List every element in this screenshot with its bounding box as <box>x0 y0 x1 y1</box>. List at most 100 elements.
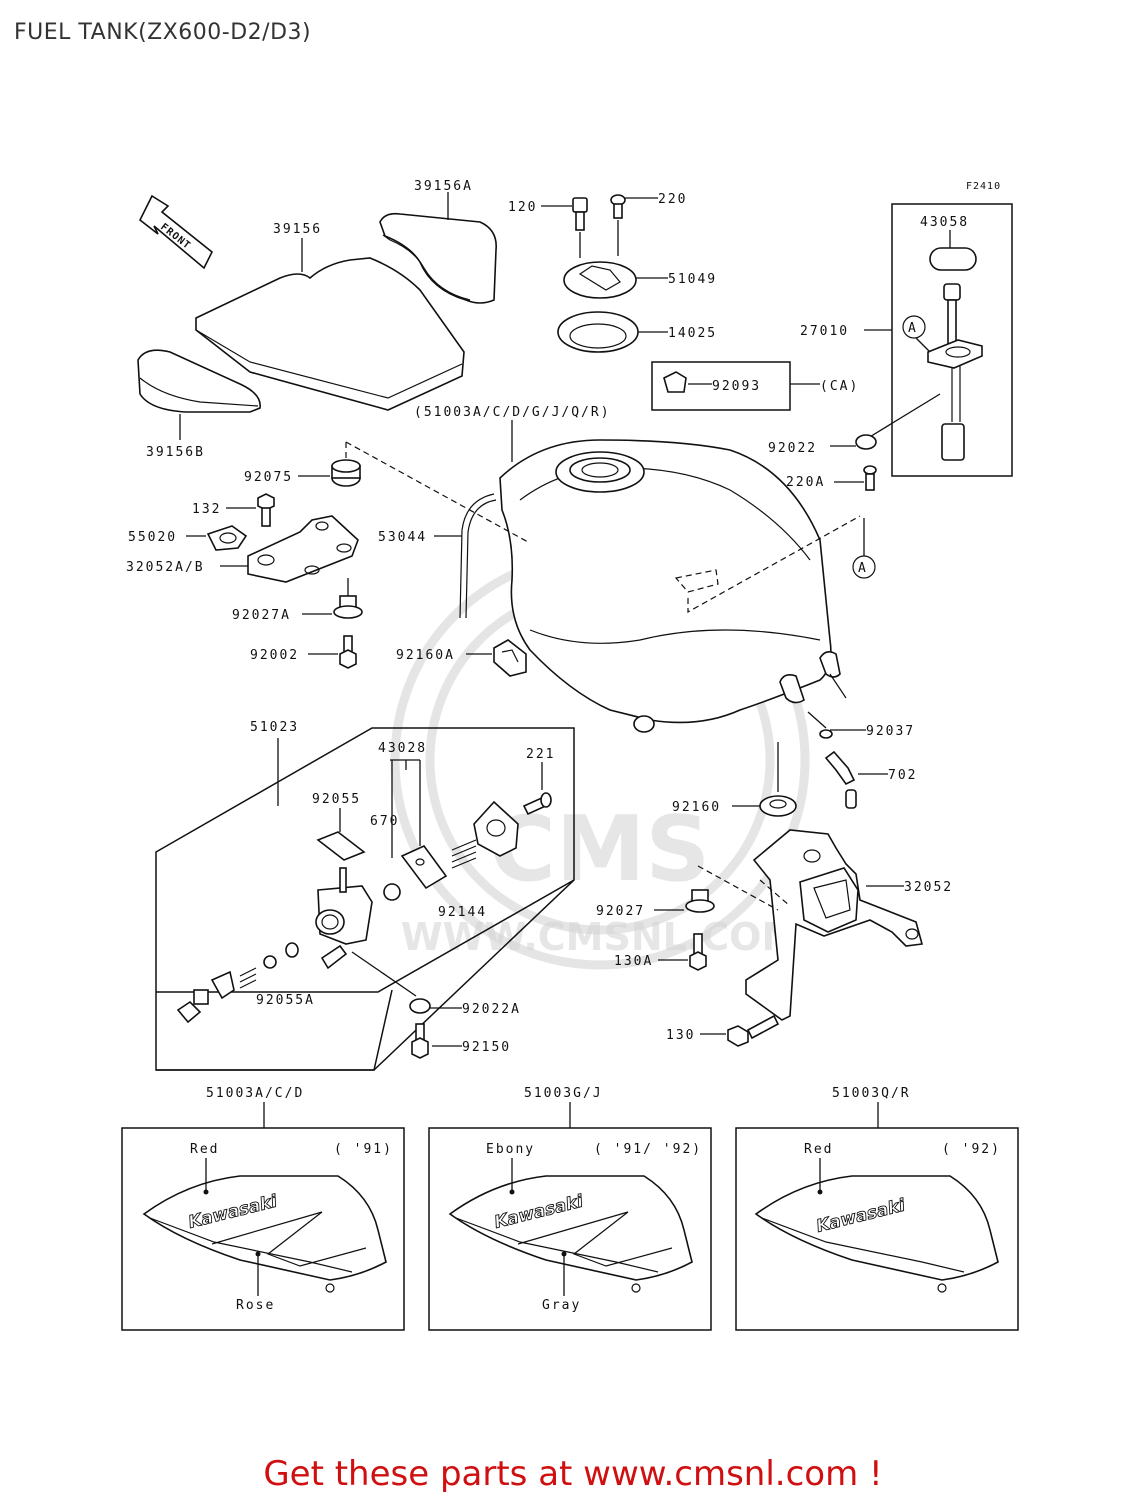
collar-55020 <box>206 525 248 551</box>
cover-tap <box>473 800 519 857</box>
gasket-92055 <box>316 831 366 861</box>
label-92093: 92093 <box>712 379 761 394</box>
sensor-27010 <box>927 283 983 461</box>
variant-top-color: Red <box>190 1142 219 1157</box>
variant-years: ( '91) <box>334 1142 393 1157</box>
variant-bottom-color: Rose <box>236 1298 275 1313</box>
variant-code: 51003A/C/D <box>206 1086 304 1101</box>
label-92160A: 92160A <box>396 648 455 663</box>
ref-a-top: A <box>908 321 918 336</box>
washer-92022 <box>855 434 877 450</box>
damper-92160A <box>493 639 527 677</box>
label-130A: 130A <box>614 954 653 969</box>
watermark-brand: CMS <box>490 797 710 902</box>
grommet-92160 <box>759 795 797 817</box>
color-dot-bottom <box>255 1251 261 1257</box>
front-arrow-icon: FRONT <box>138 194 214 270</box>
label-32052AB: 32052A/B <box>126 560 205 575</box>
label-55020: 55020 <box>128 530 177 545</box>
variant-2: 51003G/J Ebony ( '91/ '92) Kawasaki Gray <box>428 1086 712 1331</box>
variant-3: 51003Q/R Red ( '92) Kawasaki <box>735 1086 1019 1331</box>
color-dot-bottom <box>561 1251 567 1257</box>
plate-43028 <box>400 845 448 890</box>
color-dot-top <box>203 1189 209 1195</box>
page-title: FUEL TANK(ZX600-D2/D3) <box>14 20 312 45</box>
label-53044: 53044 <box>378 530 427 545</box>
hose-702 <box>824 750 857 809</box>
screw-220 <box>610 194 626 219</box>
label-32052: 32052 <box>904 880 953 895</box>
label-702: 702 <box>888 768 917 783</box>
variant-code: 51003G/J <box>524 1086 603 1101</box>
bolt-132 <box>257 493 275 527</box>
oring-670 <box>383 883 401 901</box>
label-14025: 14025 <box>668 326 717 341</box>
tube-53044 <box>459 493 497 619</box>
label-130: 130 <box>666 1028 695 1043</box>
variant-years: ( '91/ '92) <box>594 1142 702 1157</box>
label-51023: 51023 <box>250 720 299 735</box>
washer-92022A <box>409 998 431 1014</box>
label-92055: 92055 <box>312 792 361 807</box>
label-92160: 92160 <box>672 800 721 815</box>
label-220A: 220A <box>786 475 825 490</box>
bracket-32052 <box>745 829 924 1021</box>
bolt-120 <box>572 197 588 231</box>
pad-39156B <box>137 349 261 413</box>
label-92022: 92022 <box>768 441 817 456</box>
ref-a-circle-top <box>902 315 926 339</box>
lever-assembly <box>176 942 299 1024</box>
grommet-92093 <box>663 371 687 393</box>
collar-92027A <box>333 595 363 619</box>
box-51023-bottom <box>156 989 393 1071</box>
label-92022A: 92022A <box>462 1002 521 1017</box>
label-92027: 92027 <box>596 904 645 919</box>
box-92093 <box>651 361 791 411</box>
bolt-130 <box>727 1014 780 1047</box>
label-39156: 39156 <box>273 222 322 237</box>
label-39156B: 39156B <box>146 445 205 460</box>
cap-51049 <box>563 261 637 299</box>
label-670: 670 <box>370 814 399 829</box>
fuel-tap-body <box>315 867 373 970</box>
color-dot-top <box>817 1189 823 1195</box>
variant-1: 51003A/C/D Red ( '91) Kawasaki Rose <box>121 1086 405 1331</box>
label-92075: 92075 <box>244 470 293 485</box>
label-92055A: 92055A <box>256 993 315 1008</box>
pad-39156A <box>379 212 497 304</box>
fuel-tank <box>499 439 847 733</box>
label-221: 221 <box>526 747 555 762</box>
variant-years: ( '92) <box>942 1142 1001 1157</box>
label-39156A: 39156A <box>414 179 473 194</box>
label-43058: 43058 <box>920 215 969 230</box>
label-92150: 92150 <box>462 1040 511 1055</box>
variant-top-color: Ebony <box>486 1142 535 1157</box>
color-dot-top <box>509 1189 515 1195</box>
bracket-32052AB <box>247 515 359 583</box>
label-27010: 27010 <box>800 324 849 339</box>
grommet-92075 <box>331 459 361 487</box>
label-220: 220 <box>658 192 687 207</box>
label-92144: 92144 <box>438 905 487 920</box>
label-120: 120 <box>508 200 537 215</box>
pad-39156 <box>195 257 465 411</box>
variant-code: 51003Q/R <box>832 1086 911 1101</box>
clamp-92037 <box>819 729 833 739</box>
bolt-92150 <box>411 1023 429 1059</box>
ref-a-tank: A <box>858 561 868 576</box>
screw-220A <box>863 465 877 491</box>
spring-92144 <box>451 839 477 869</box>
label-92027A: 92027A <box>232 608 291 623</box>
label-51003-main: (51003A/C/D/G/J/Q/R) <box>414 405 611 420</box>
gasket-43058 <box>929 247 977 271</box>
cta-link[interactable]: Get these parts at www.cmsnl.com ! <box>263 1454 883 1494</box>
label-51049: 51049 <box>668 272 717 287</box>
collar-92027 <box>685 889 715 913</box>
label-132: 132 <box>192 502 221 517</box>
screw-221 <box>522 792 552 816</box>
gasket-14025 <box>557 311 639 353</box>
label-43028: 43028 <box>378 741 427 756</box>
bolt-92002 <box>339 635 357 669</box>
figure-code: F2410 <box>966 181 1001 192</box>
